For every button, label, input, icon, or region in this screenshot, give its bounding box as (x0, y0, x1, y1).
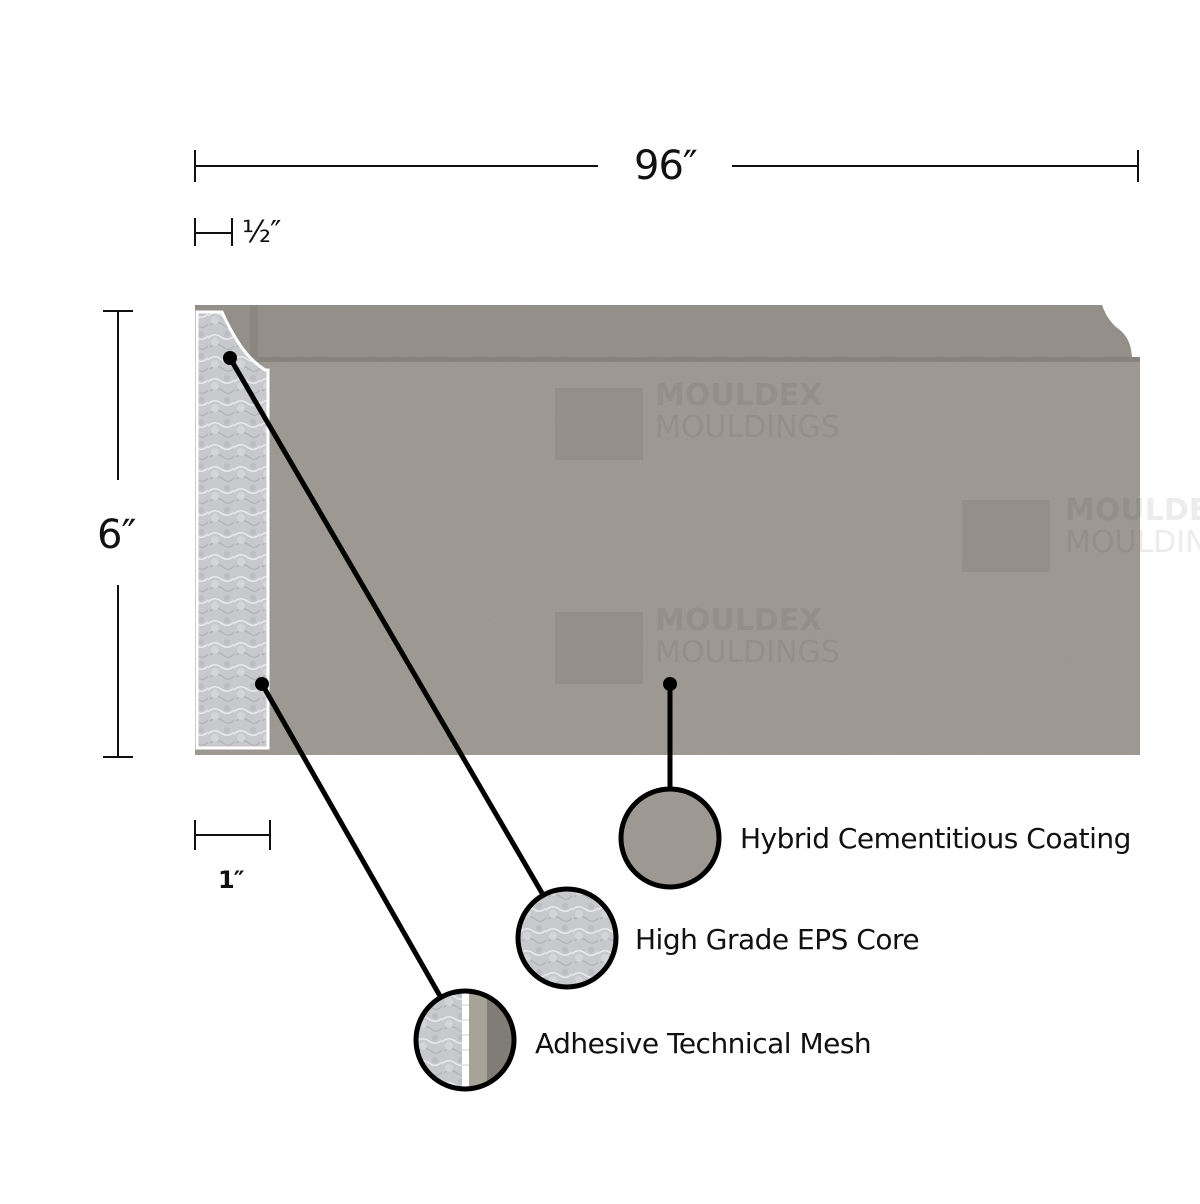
thickness-label: 1″ (218, 866, 244, 894)
svg-text:MOULDEX: MOULDEX (655, 603, 822, 638)
svg-text:MOULDEX: MOULDEX (1065, 493, 1200, 528)
height-dimension (103, 310, 133, 758)
coating-label: Hybrid Cementitious Coating (740, 822, 1131, 855)
mesh-label: Adhesive Technical Mesh (535, 1027, 872, 1060)
svg-text:MOULDINGS: MOULDINGS (1065, 525, 1200, 560)
callout-leaders (223, 351, 677, 998)
svg-text:MOULDINGS: MOULDINGS (655, 635, 840, 670)
lip-label: ½″ (242, 215, 281, 250)
svg-text:MOULDINGS: MOULDINGS (655, 410, 840, 445)
svg-text:MOULDEX: MOULDEX (655, 378, 822, 413)
length-dimension (194, 150, 1139, 182)
watermark: MOULDEX MOULDINGS MOULDEX MOULDINGS MOUL… (555, 378, 1200, 684)
eps-core-label: High Grade EPS Core (635, 923, 920, 956)
swatch-eps-icon (515, 886, 619, 990)
thickness-dimension (194, 820, 271, 850)
swatch-mesh-icon (413, 988, 517, 1092)
swatch-coating-icon (618, 786, 722, 890)
lip-dimension (194, 218, 233, 246)
eps-core (195, 310, 270, 750)
length-label: 96″ (634, 143, 698, 189)
height-label: 6″ (97, 512, 136, 558)
